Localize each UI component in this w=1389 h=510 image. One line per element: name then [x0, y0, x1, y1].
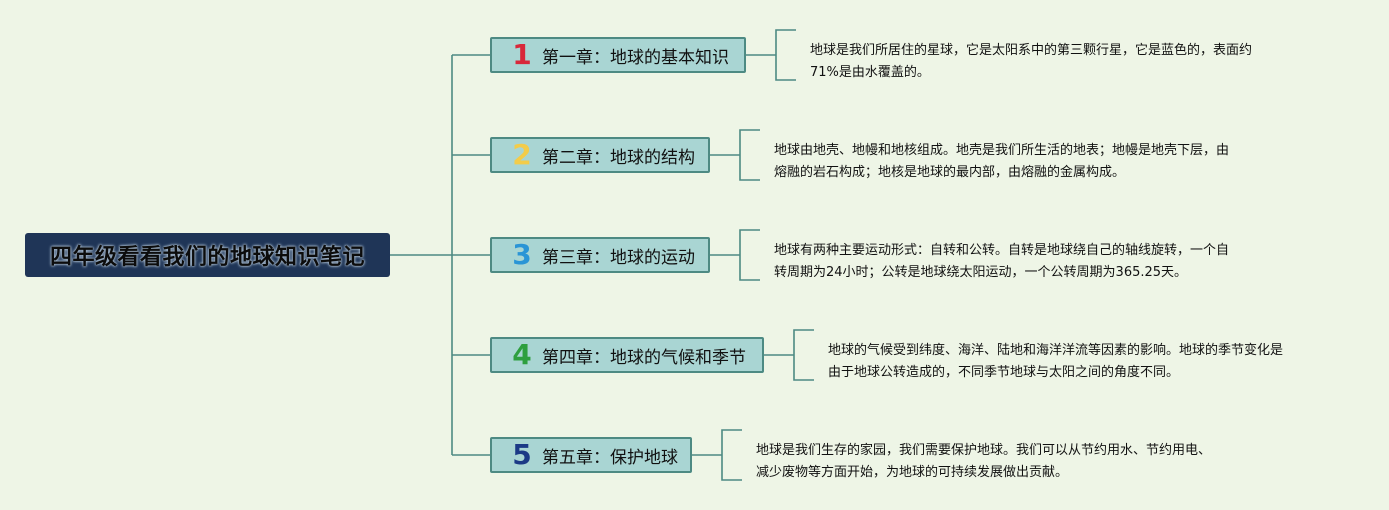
- chapter-2-description-line-1: 地球由地壳、地幔和地核组成。地壳是我们所生活的地表；地幔是地壳下层，由: [774, 143, 1230, 158]
- chapter-5-description-line-2: 减少废物等方面开始，为地球的可持续发展做出贡献。: [756, 465, 1069, 480]
- chapter-5-number: 5: [512, 438, 532, 471]
- chapter-4-description-line-1: 地球的气候受到纬度、海洋、陆地和海洋洋流等因素的影响。地球的季节变化是: [828, 343, 1284, 358]
- chapter-4-node[interactable]: 4 第四章：地球的气候和季节: [490, 337, 764, 373]
- chapter-1-description-line-2: 71%是由水覆盖的。: [810, 65, 930, 80]
- bracket-3: [710, 229, 760, 281]
- chapter-4-description[interactable]: 地球的气候受到纬度、海洋、陆地和海洋洋流等因素的影响。地球的季节变化是 由于地球…: [828, 340, 1283, 384]
- chapter-5-node[interactable]: 5 第五章：保护地球: [490, 437, 692, 473]
- chapter-1-number: 1: [512, 38, 532, 71]
- chapter-4-number: 4: [512, 338, 532, 371]
- chapter-2-number: 2: [512, 138, 532, 171]
- chapter-2-node[interactable]: 2 第二章：地球的结构: [490, 137, 710, 173]
- root-title: 四年级看看我们的地球知识笔记: [49, 245, 365, 270]
- chapter-5-description-line-1: 地球是我们生存的家园，我们需要保护地球。我们可以从节约用水、节约用电、: [756, 443, 1212, 458]
- chapter-3-description-line-1: 地球有两种主要运动形式：自转和公转。自转是地球绕自己的轴线旋转，一个自: [774, 243, 1230, 258]
- chapter-2-description-line-2: 熔融的岩石构成；地核是地球的最内部，由熔融的金属构成。: [774, 165, 1126, 180]
- chapter-5-description[interactable]: 地球是我们生存的家园，我们需要保护地球。我们可以从节约用水、节约用电、 减少废物…: [756, 440, 1211, 484]
- chapter-2-title: 第二章：地球的结构: [542, 147, 695, 168]
- chapter-1-title: 第一章：地球的基本知识: [542, 47, 729, 68]
- chapter-3-number: 3: [512, 238, 532, 271]
- bracket-1: [746, 29, 796, 81]
- chapter-1-node[interactable]: 1 第一章：地球的基本知识: [490, 37, 746, 73]
- chapter-1-description-line-1: 地球是我们所居住的星球，它是太阳系中的第三颗行星，它是蓝色的，表面约: [810, 43, 1253, 58]
- chapter-4-description-line-2: 由于地球公转造成的，不同季节地球与太阳之间的角度不同。: [828, 365, 1180, 380]
- chapter-2-description[interactable]: 地球由地壳、地幔和地核组成。地壳是我们所生活的地表；地幔是地壳下层，由 熔融的岩…: [774, 140, 1229, 184]
- chapter-4-title: 第四章：地球的气候和季节: [542, 347, 746, 368]
- chapter-3-description-line-2: 转周期为24小时；公转是地球绕太阳运动，一个公转周期为365.25天。: [774, 265, 1188, 280]
- chapter-3-node[interactable]: 3 第三章：地球的运动: [490, 237, 710, 273]
- chapter-3-title: 第三章：地球的运动: [542, 247, 695, 268]
- bracket-5: [692, 429, 742, 481]
- chapter-1-description[interactable]: 地球是我们所居住的星球，它是太阳系中的第三颗行星，它是蓝色的，表面约 71%是由…: [810, 40, 1252, 84]
- chapter-5-title: 第五章：保护地球: [542, 447, 678, 468]
- bracket-4: [764, 329, 814, 381]
- root-topic[interactable]: 四年级看看我们的地球知识笔记: [25, 233, 390, 277]
- chapter-3-description[interactable]: 地球有两种主要运动形式：自转和公转。自转是地球绕自己的轴线旋转，一个自 转周期为…: [774, 240, 1229, 284]
- bracket-2: [710, 129, 760, 181]
